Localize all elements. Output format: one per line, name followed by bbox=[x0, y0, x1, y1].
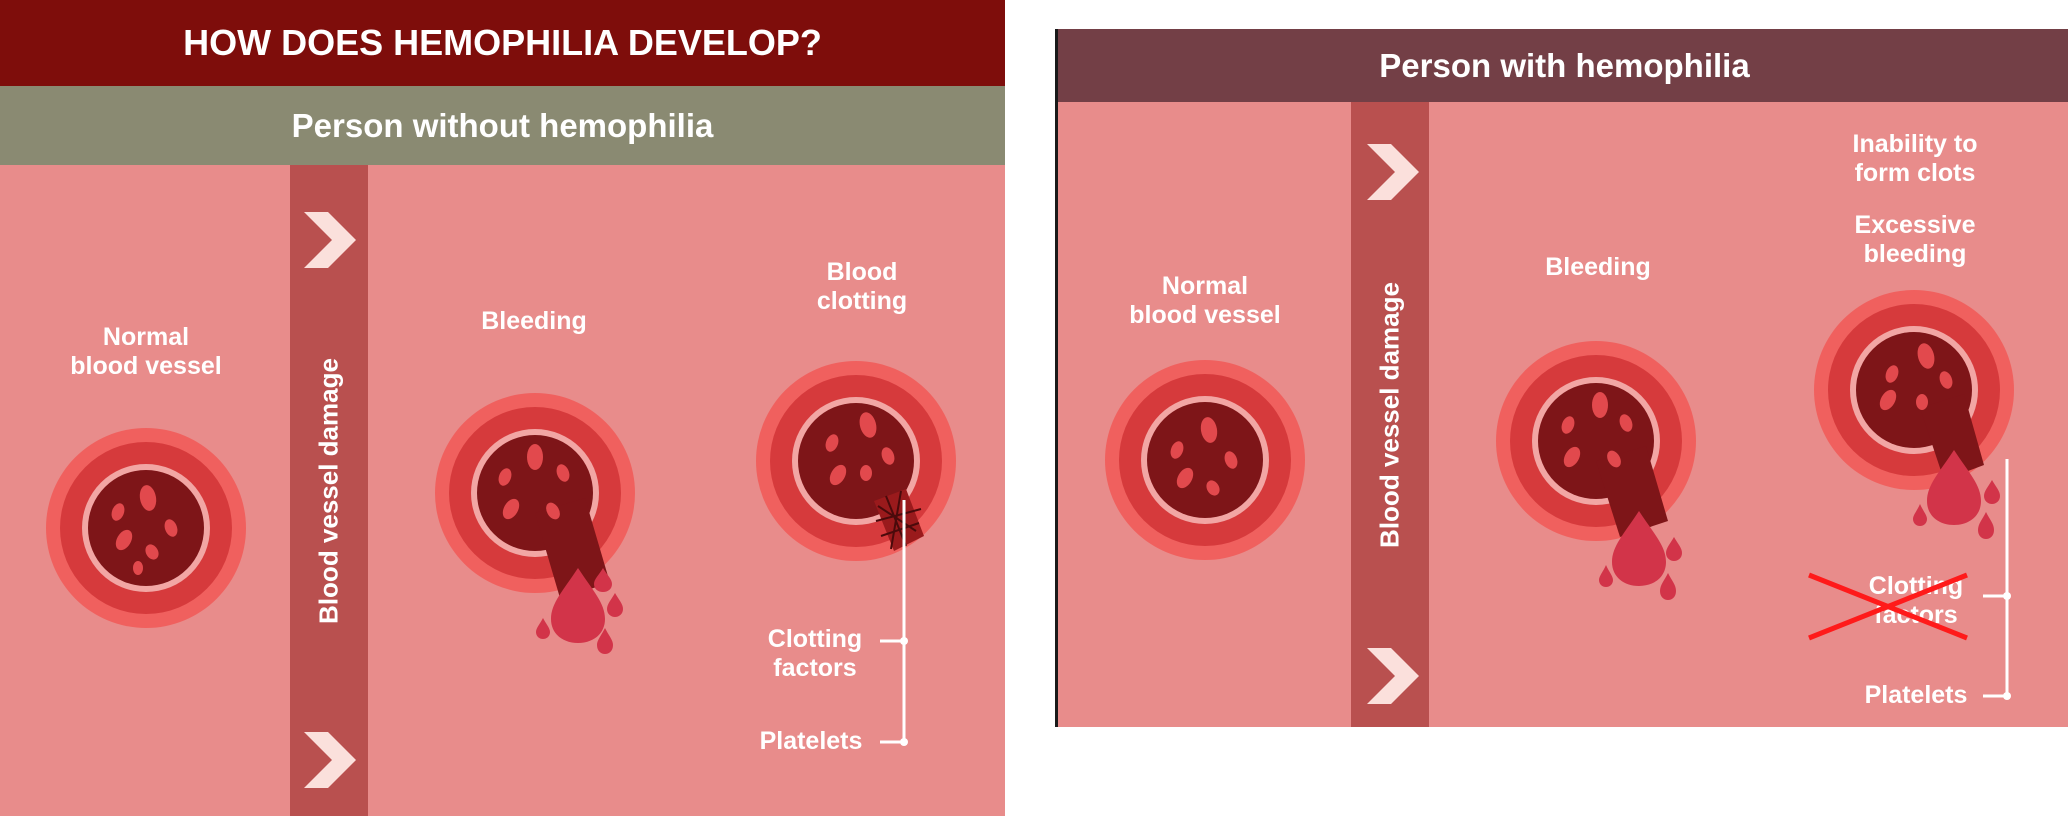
blood-vessel-icon bbox=[435, 393, 635, 654]
title-bar: HOW DOES HEMOPHILIA DEVELOP? bbox=[0, 0, 1005, 86]
panel-without-hemophilia: HOW DOES HEMOPHILIA DEVELOP? Person with… bbox=[0, 0, 1005, 816]
subtitle-bar-with: Person with hemophilia bbox=[1058, 29, 2068, 102]
label-line: Clotting bbox=[767, 625, 863, 653]
blood-drop-icon bbox=[1599, 511, 1682, 600]
damage-label: Blood vessel damage bbox=[313, 357, 344, 624]
blood-drop-icon bbox=[536, 568, 623, 654]
label-line: Normal bbox=[1161, 272, 1249, 300]
normal-vessel-label: Normal blood vessel bbox=[1129, 272, 1280, 330]
chevron-right-icon bbox=[304, 212, 356, 268]
blood-vessel-icon bbox=[46, 428, 246, 628]
blood-clotting-label: Blood clotting bbox=[817, 258, 907, 316]
platelets-label: Platelets bbox=[1864, 681, 1968, 709]
label-line: bleeding bbox=[1863, 240, 1967, 268]
subtitle-without-hemophilia: Person without hemophilia bbox=[291, 106, 714, 144]
cross-out-icon bbox=[1808, 572, 1968, 641]
chevron-right-icon bbox=[304, 732, 356, 788]
label-line: form clots bbox=[1854, 159, 1976, 187]
bleeding-label: Bleeding bbox=[481, 307, 587, 335]
label-line: blood vessel bbox=[1129, 301, 1281, 329]
inability-to-form-clots-label: Inability to form clots bbox=[1853, 130, 1978, 188]
platelets-label: Platelets bbox=[759, 727, 863, 755]
damage-label: Blood vessel damage bbox=[1374, 281, 1405, 548]
label-line: Inability to bbox=[1852, 130, 1978, 158]
chevron-right-icon bbox=[1367, 144, 1419, 200]
damage-column: Blood vessel damage bbox=[1351, 102, 1429, 727]
label-line: Normal bbox=[102, 323, 190, 351]
subtitle-with-hemophilia: Person with hemophilia bbox=[1379, 46, 1750, 84]
panel-with-hemophilia: Person with hemophilia Blood vessel dama… bbox=[1055, 29, 2068, 727]
damage-column: Blood vessel damage bbox=[290, 165, 368, 816]
blood-vessel-icon bbox=[1496, 341, 1696, 600]
excessive-bleeding-label: Excessive bleeding bbox=[1855, 211, 1976, 269]
normal-vessel-label: Normal blood vessel bbox=[70, 323, 221, 381]
blood-vessel-icon bbox=[1105, 360, 1305, 560]
subtitle-bar-without: Person without hemophilia bbox=[0, 86, 1005, 165]
blood-vessel-icon bbox=[756, 361, 956, 561]
label-line: blood vessel bbox=[70, 352, 222, 380]
bleeding-label: Bleeding bbox=[1545, 253, 1651, 281]
page-title: HOW DOES HEMOPHILIA DEVELOP? bbox=[183, 22, 822, 63]
callout-bracket bbox=[1983, 459, 2011, 700]
blood-vessel-icon bbox=[1814, 290, 2014, 539]
clot-mesh-icon bbox=[874, 489, 924, 551]
label-line: Blood bbox=[826, 258, 898, 286]
label-line: factors bbox=[773, 654, 857, 682]
callout-bracket bbox=[880, 500, 908, 746]
clotting-factors-label: Clotting factors bbox=[768, 625, 862, 683]
label-line: Excessive bbox=[1854, 211, 1976, 239]
blood-drop-icon bbox=[1913, 450, 2000, 539]
chevron-right-icon bbox=[1367, 648, 1419, 704]
label-line: clotting bbox=[816, 287, 908, 315]
